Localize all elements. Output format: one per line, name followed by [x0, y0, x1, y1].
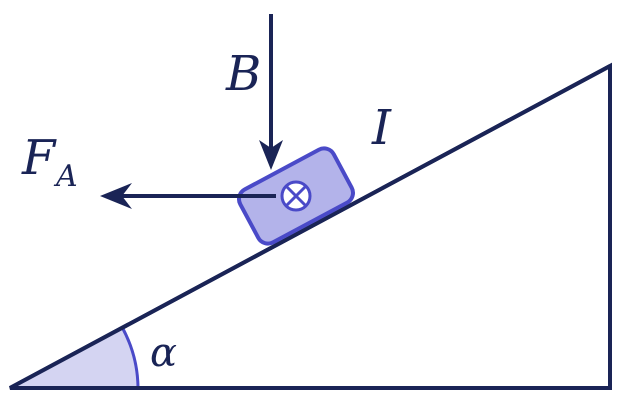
- angle-arc: [121, 327, 140, 389]
- angle-label: α: [150, 330, 177, 376]
- force-label-subscript: A: [53, 159, 78, 194]
- magnetic-field-label: B: [225, 46, 261, 102]
- current-label: I: [371, 100, 392, 156]
- incline-slope: [9, 64, 611, 390]
- force-arrowhead: [100, 183, 132, 209]
- magnetic-field-arrowhead: [259, 140, 283, 170]
- force-label: F: [21, 130, 57, 186]
- force-label-main: F: [21, 130, 57, 186]
- current-into-page-icon: [280, 180, 312, 212]
- angle-wedge: [10, 328, 138, 388]
